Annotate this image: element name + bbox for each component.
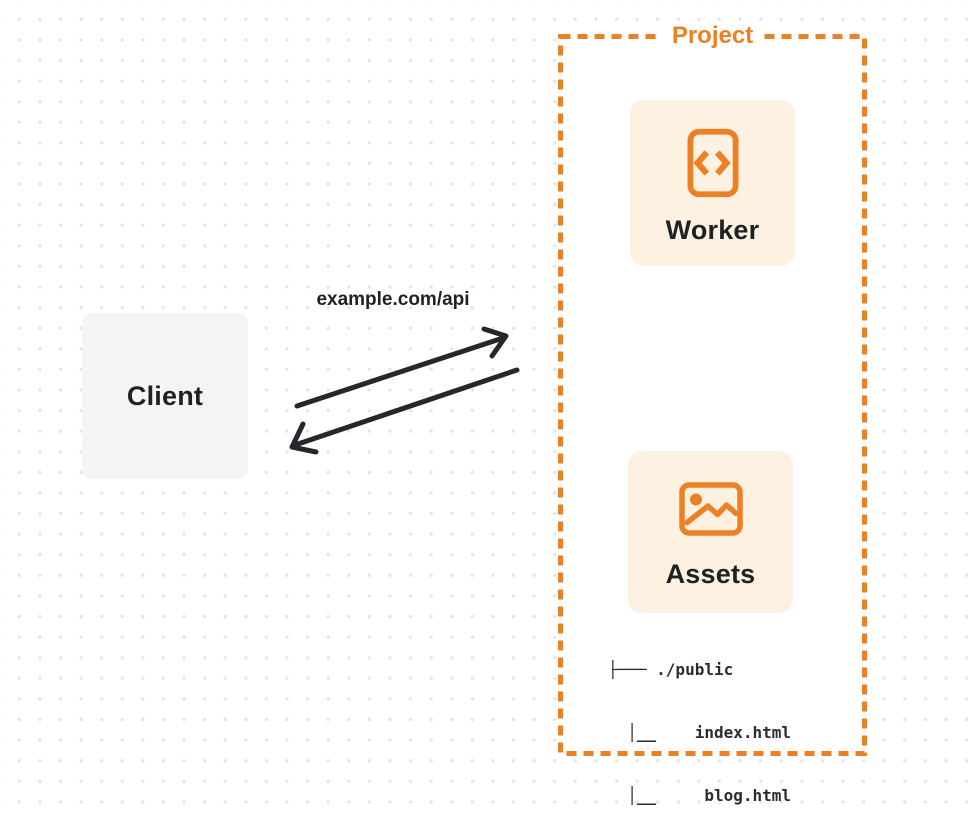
- request-url-label: example.com/api: [316, 289, 470, 310]
- project-dashed-border: [558, 34, 867, 756]
- client-label: Client: [126, 380, 204, 411]
- image-icon: [678, 482, 743, 536]
- worker-node: Worker: [630, 100, 795, 266]
- project-label: Project: [661, 21, 764, 51]
- file-tree-item: │__ index.html: [608, 723, 792, 742]
- response-arrow: [289, 367, 520, 455]
- file-tree: ├─── ./public │__ index.html │__ blog.ht…: [608, 617, 791, 818]
- worker-label: Worker: [665, 215, 760, 245]
- assets-label: Assets: [665, 559, 756, 589]
- code-file-icon: [686, 128, 739, 198]
- file-tree-item: │__ blog.html: [608, 786, 792, 805]
- file-tree-root: ├─── ./public: [608, 660, 734, 679]
- project-group: Project Worker Assets ├─: [558, 21, 867, 805]
- request-arrow: [294, 326, 509, 409]
- assets-node: Assets: [628, 451, 793, 613]
- client-node: Client: [82, 313, 248, 479]
